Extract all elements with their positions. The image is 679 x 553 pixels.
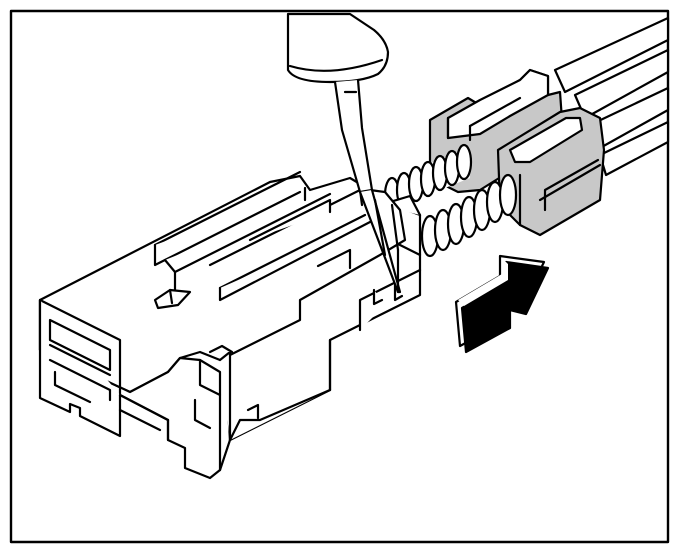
insertion-guides [373,198,400,294]
spring-upper [378,143,473,214]
connector-front-face [38,298,332,480]
spring-lower [418,173,518,258]
push-arrow-icon [454,254,550,354]
connector-top-surface [38,170,407,394]
